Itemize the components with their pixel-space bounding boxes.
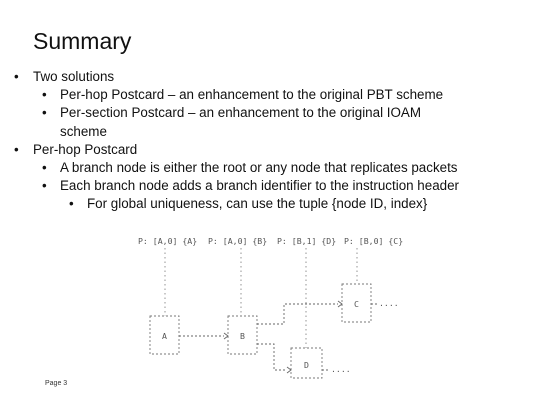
node-label: A — [162, 331, 167, 341]
bullet-item: • Per-hop Postcard — [0, 141, 540, 159]
postcard-label: P: [B,1] {D} — [277, 236, 336, 246]
bullet-dot: • — [42, 105, 47, 121]
node-a-box — [149, 315, 180, 355]
node-c-box — [341, 283, 372, 323]
postcard-diagram: P: [A,0] {A} P: [A,0] {B} P: [B,1] {D} P… — [138, 236, 403, 379]
arrow-head — [223, 332, 229, 340]
bullet-item: • Each branch node adds a branch identif… — [0, 177, 540, 195]
bullet-dot: • — [69, 196, 74, 212]
node-label: D — [304, 360, 309, 370]
bullet-item: • For global uniqueness, can use the tup… — [0, 195, 540, 213]
bullet-item: • Per-section Postcard – an enhancement … — [0, 104, 540, 122]
node-label: C — [354, 299, 359, 309]
node-d-box — [290, 347, 323, 379]
bullet-item: • A branch node is either the root or an… — [0, 159, 540, 177]
slide-title: Summary — [33, 28, 132, 54]
bullet-item: • Two solutions — [0, 68, 540, 86]
postcard-label: P: [A,0] {A} — [138, 236, 197, 246]
postcard-label: P: [A,0] {B} — [208, 236, 267, 246]
page-number: Page 3 — [45, 380, 68, 387]
arrow-head — [337, 300, 343, 308]
bullet-text: A branch node is either the root or any … — [60, 160, 458, 176]
bullet-dot: • — [42, 87, 47, 103]
bullet-dot: • — [42, 160, 47, 176]
bullet-text: Each branch node adds a branch identifie… — [60, 178, 460, 194]
link-b-c — [257, 303, 338, 325]
bullet-text: Per-section Postcard – an enhancement to… — [60, 105, 421, 121]
continuation-dots: .... — [379, 298, 399, 308]
bullet-dot: • — [42, 178, 47, 194]
node-b-box — [227, 315, 258, 355]
bullet-dot: • — [14, 141, 19, 157]
continuation-dots: .... — [331, 364, 351, 374]
bullet-continuation: scheme — [60, 123, 107, 139]
bullet-list: • Two solutions • Per-hop Postcard – an … — [0, 68, 540, 214]
link-b-d — [257, 343, 287, 371]
bullet-text: Two solutions — [33, 69, 115, 84]
bullet-dot: • — [14, 69, 19, 84]
bullet-text: Per-hop Postcard — [33, 141, 138, 157]
bullet-text: For global uniqueness, can use the tuple… — [87, 196, 428, 212]
bullet-text: Per-hop Postcard – an enhancement to the… — [60, 87, 444, 103]
bullet-item: • Per-hop Postcard – an enhancement to t… — [0, 86, 540, 104]
arrow-head — [286, 366, 292, 374]
node-label: B — [240, 331, 245, 341]
postcard-label: P: [B,0] {C} — [344, 236, 403, 246]
